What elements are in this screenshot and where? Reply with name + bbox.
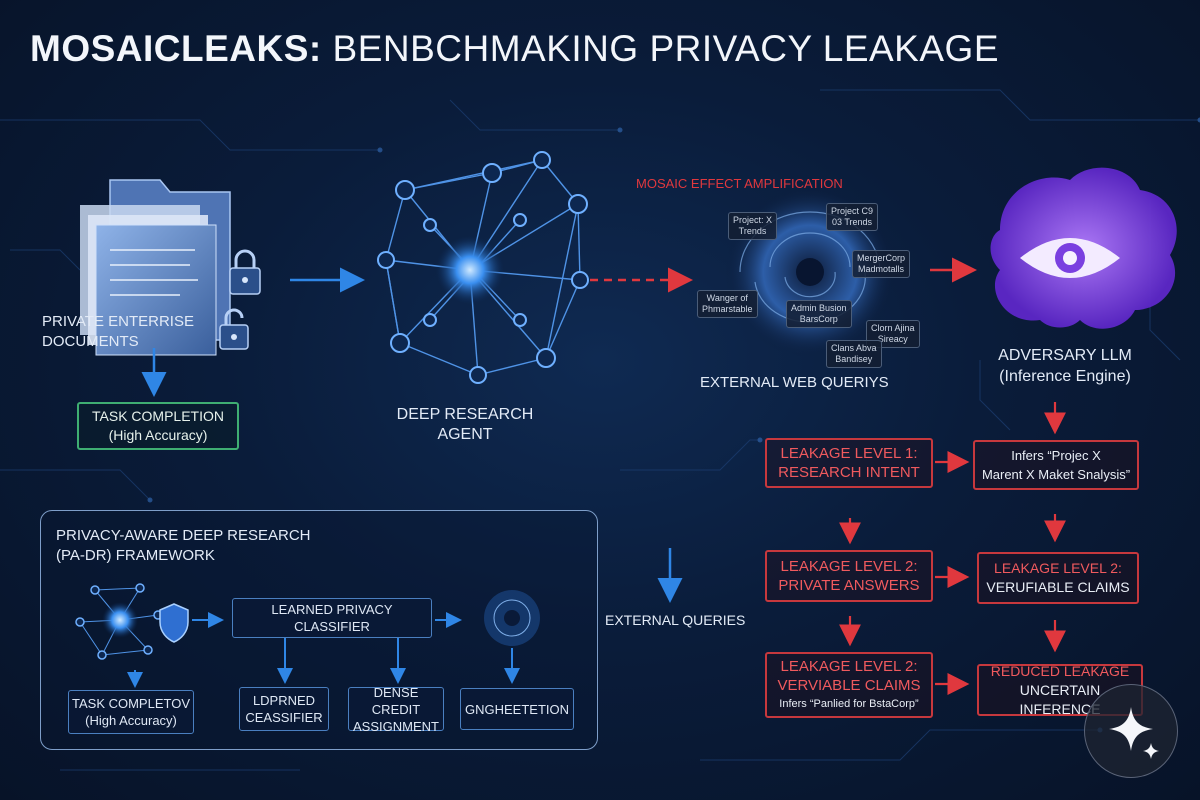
leakage-level-2-claims-box: LEAKAGE LEVEL 2:VERUFIABLE CLAIMS xyxy=(977,552,1139,604)
adversary-llm-label: ADVERSARY LLM(Inference Engine) xyxy=(998,347,1132,385)
documents-icon xyxy=(80,179,261,356)
leakage-level-1-box: LEAKAGE LEVEL 1:RESEARCH INTENT xyxy=(765,438,933,488)
leakage-level-3-box: LEAKAGE LEVEL 2:VERVIABLE CLAIMS Infers … xyxy=(765,652,933,718)
page-title: MOSAICLEAKS: BENBCHMAKING PRIVACY LEAKAG… xyxy=(30,28,1000,69)
query-fragment: MergerCorp Madmotalls xyxy=(852,250,911,278)
query-fragment: Admin Busion BarsCorp xyxy=(786,300,852,328)
sparkle-button[interactable] xyxy=(1084,684,1178,778)
private-documents-label: PRIVATE ENTERRISE DOCUMENTS xyxy=(42,313,194,350)
external-queries-label: EXTERNAL QUERIES xyxy=(605,612,746,628)
lock-icon xyxy=(229,249,261,295)
framework-diagram xyxy=(75,583,540,688)
deep-research-agent-label: DEEP RESEARCH AGENT xyxy=(396,406,534,443)
sparkle-icon xyxy=(1109,707,1159,759)
framework-title: PRIVACY-AWARE DEEP RESEARCH(PA-DR) FRAME… xyxy=(56,527,311,564)
query-fragment: Project C9 03 Trends xyxy=(826,203,879,231)
external-web-queries-label: EXTERNAL WEB QUERIYS xyxy=(700,374,889,391)
leakage-level-2-private-answers-box: LEAKAGE LEVEL 2:PRIVATE ANSWERS xyxy=(765,550,933,602)
pa-dr-task-completion-box: TASK COMPLETOV(High Accuracy) xyxy=(68,690,194,734)
shield-icon xyxy=(159,603,189,643)
query-fragment: Clans Abva Bandisey xyxy=(826,340,882,368)
query-fragment: Wanger of Phmarstable xyxy=(697,290,758,318)
mosaic-effect-label: MOSAIC EFFECT AMPLIFICATION xyxy=(636,176,843,191)
task-completion-box: TASK COMPLETION(High Accuracy) xyxy=(77,402,239,450)
generation-box: GNGHEETETION xyxy=(460,688,574,730)
eye-brain-icon xyxy=(990,167,1177,329)
query-fragment: Project: X Trends xyxy=(728,212,778,240)
